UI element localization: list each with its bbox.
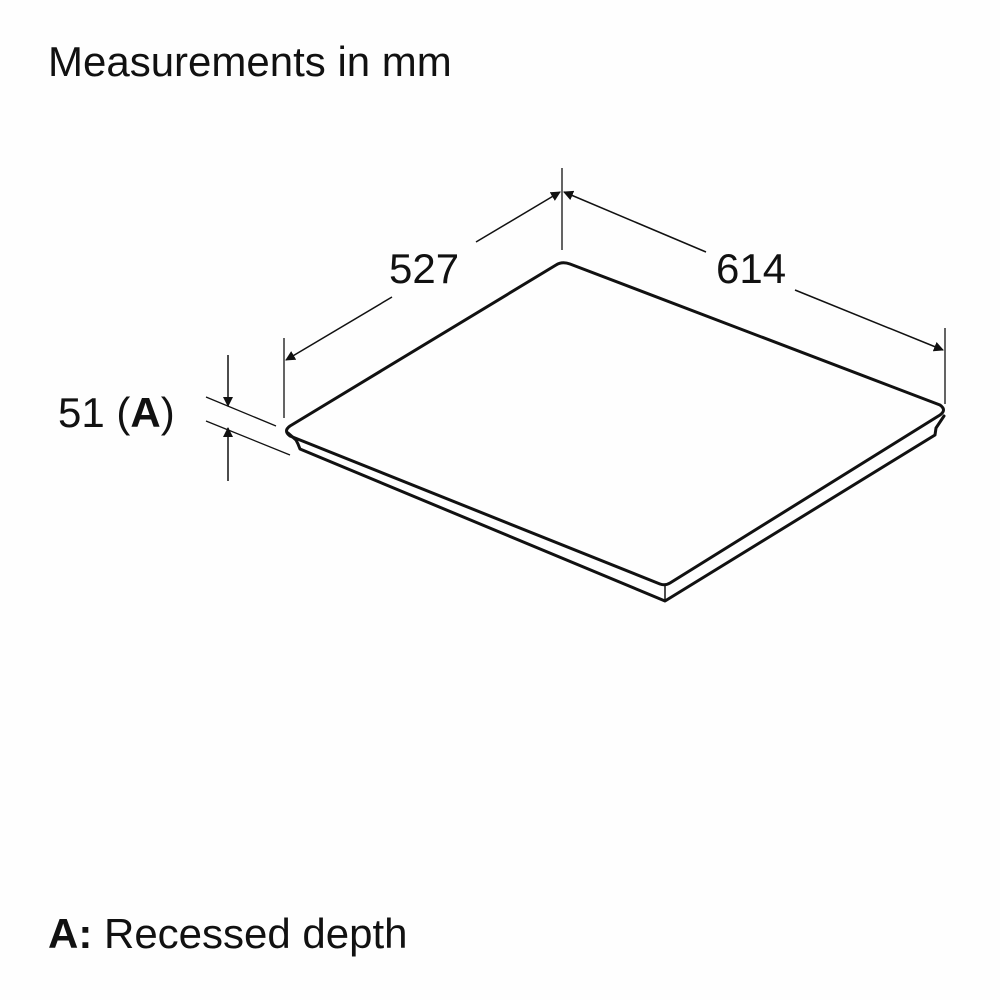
hob-body (286, 414, 946, 603)
dimension-label-height: 51 (A) (58, 389, 175, 436)
paren-close: ) (161, 389, 175, 436)
dimension-line-614 (563, 190, 707, 253)
dimension-label-depth: 527 (389, 245, 459, 292)
dimension-label-width: 614 (716, 245, 786, 292)
legend: A: Recessed depth (48, 910, 408, 958)
height-value: 51 (58, 389, 105, 436)
height-key: A (130, 389, 160, 436)
extension-line-a-bottom (205, 420, 291, 456)
legend-key: A: (48, 910, 93, 957)
extension-line-a-top (205, 396, 277, 427)
paren-open: ( (105, 389, 131, 436)
dimension-line-527 (285, 296, 393, 361)
page-title: Measurements in mm (48, 38, 452, 85)
legend-description: Recessed depth (92, 910, 408, 957)
